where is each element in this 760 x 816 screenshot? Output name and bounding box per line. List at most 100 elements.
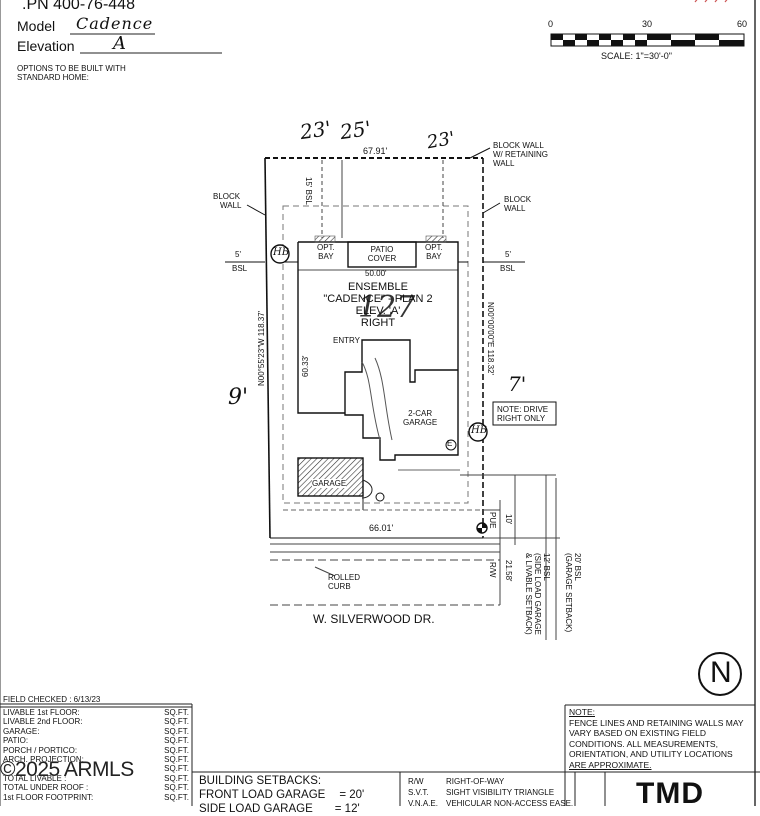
area-label: PORCH / PORTICO: bbox=[3, 745, 78, 755]
side-load-setback-note: 12' BSL(SIDE LOAD GARAGE& LIVABLE SETBAC… bbox=[524, 553, 551, 635]
area-label: LIVABLE 2nd FLOOR: bbox=[3, 717, 83, 727]
setback-front-value: = 20' bbox=[339, 789, 365, 801]
table-row: TOTAL UNDER ROOF : SQ.FT. bbox=[0, 783, 192, 792]
table-row: TOTAL LIVABLE : SQ.FT. bbox=[0, 774, 192, 783]
scale-bar bbox=[550, 33, 745, 47]
top-dimension: 67.91' bbox=[363, 146, 388, 156]
setbacks-title: BUILDING SETBACKS: bbox=[199, 775, 322, 787]
hb-marker-right: HB bbox=[471, 425, 488, 436]
table-row: PATIO:SQ.FT. bbox=[0, 736, 192, 745]
setback-side-label: SIDE LOAD GARAGE bbox=[199, 803, 313, 815]
table-row: LIVABLE 1st FLOOR: SQ.FT. bbox=[0, 708, 192, 717]
house-depth: 60.33' bbox=[301, 355, 310, 377]
entry-label: ENTRY bbox=[333, 336, 360, 345]
hb-marker-left: HB bbox=[273, 247, 290, 258]
left-bsl-value: 5' bbox=[235, 250, 241, 259]
notes-title: NOTE: bbox=[569, 707, 595, 717]
copyright-watermark: ©2025 ARMLS bbox=[0, 758, 134, 781]
area-label: TOTAL LIVABLE : bbox=[3, 773, 67, 783]
setback-front-label: FRONT LOAD GARAGE bbox=[199, 789, 326, 801]
table-row: SQ.FT. bbox=[0, 764, 192, 773]
scale-tick-60: 60 bbox=[737, 19, 748, 29]
note-line: VARY BASED ON EXISTING FIELD bbox=[569, 728, 706, 739]
legend-abbr: S.V.T. bbox=[408, 788, 429, 797]
area-unit: SQ.FT. bbox=[164, 736, 189, 746]
e-marker: E bbox=[447, 439, 453, 448]
elevation-value: A bbox=[113, 33, 126, 54]
garage-setback-note: 20' BSL(GARAGE SETBACK) bbox=[564, 553, 582, 633]
area-label: ARCH. PROJECTION: bbox=[3, 755, 84, 765]
legend: R/W RIGHT-OF-WAY S.V.T. SIGHT VISIBILITY T… bbox=[408, 776, 573, 809]
legend-abbr: R/W bbox=[408, 777, 424, 786]
note-line: ARE APPROXIMATE. bbox=[569, 759, 652, 770]
area-table: LIVABLE 1st FLOOR:SQ.FT.LIVABLE 2nd FLOO… bbox=[0, 708, 192, 802]
area-label: LIVABLE 1st FLOOR: bbox=[3, 708, 80, 717]
plan-description: ENSEMBLE "CADENCE" - PLAN 2 ELEV. 'A' RI… bbox=[298, 281, 458, 329]
options-note-line1: OPTIONS TO BE BUILT WITH bbox=[17, 64, 126, 73]
model-value: Cadence bbox=[76, 14, 154, 33]
model-label: Model bbox=[17, 18, 56, 34]
lot-number: 127 bbox=[358, 290, 416, 325]
area-unit: SQ.FT. bbox=[164, 773, 189, 783]
field-checked: FIELD CHECKED : 6/13/23 bbox=[3, 695, 101, 704]
table-row: 1st FLOOR FOOTPRINT:SQ.FT. bbox=[0, 793, 192, 802]
area-unit: SQ.FT. bbox=[164, 792, 189, 802]
scale-text: SCALE: 1"=30'-0" bbox=[601, 51, 672, 61]
setback-side-value: = 12' bbox=[334, 803, 360, 815]
company-logo: TMD bbox=[636, 777, 704, 810]
right-bsl-label: BSL bbox=[500, 264, 516, 273]
scale-tick-30: 30 bbox=[642, 19, 653, 29]
rw-dimension: 21.58' bbox=[504, 560, 513, 582]
area-label: TOTAL UNDER ROOF : bbox=[3, 783, 89, 793]
side-garage-label: GARAGE bbox=[312, 479, 347, 488]
ensemble-label: ENSEMBLE bbox=[348, 281, 408, 293]
north-letter: N bbox=[710, 656, 732, 689]
bsl-15-label: 15' BSL bbox=[304, 177, 313, 205]
building-setbacks: BUILDING SETBACKS: FRONT LOAD GARAGE = 20… bbox=[199, 774, 364, 816]
opt-bay-left: OPT.BAY bbox=[317, 243, 335, 261]
area-unit: SQ.FT. bbox=[164, 726, 189, 736]
north-arrow bbox=[698, 652, 742, 696]
pue-dimension: 10' bbox=[504, 514, 513, 525]
legend-desc: SIGHT VISIBILITY TRIANGLE bbox=[446, 788, 555, 797]
bottom-dimension: 66.01' bbox=[369, 523, 394, 533]
handwritten-9: 9' bbox=[228, 385, 249, 410]
area-label: GARAGE: bbox=[3, 726, 40, 736]
note-line: ORIENTATION, AND UTILITY LOCATIONS bbox=[569, 749, 733, 760]
legend-abbr: V.N.A.E. bbox=[408, 799, 438, 808]
right-bsl-value: 5' bbox=[505, 250, 511, 259]
house-footprint bbox=[297, 241, 459, 461]
area-unit: SQ.FT. bbox=[164, 708, 189, 717]
note-line: CONDITIONS. ALL MEASUREMENTS, bbox=[569, 738, 718, 749]
area-unit: SQ.FT. bbox=[164, 764, 189, 774]
area-unit: SQ.FT. bbox=[164, 783, 189, 793]
legend-desc: VEHICULAR NON-ACCESS EASE. bbox=[446, 799, 574, 808]
notes-block: NOTE: FENCE LINES AND RETAINING WALLS MA… bbox=[569, 707, 744, 771]
handwritten-25: 25' bbox=[338, 115, 373, 145]
opt-bay-right: OPT.BAY bbox=[425, 243, 443, 261]
table-row: ARCH. PROJECTION: SQ.FT. bbox=[0, 755, 192, 764]
options-note-line2: STANDARD HOME: bbox=[17, 73, 89, 82]
table-row: LIVABLE 2nd FLOOR: SQ.FT. bbox=[0, 717, 192, 726]
handing: RIGHT bbox=[360, 317, 396, 329]
elevation-label: Elevation bbox=[17, 38, 75, 54]
handwritten-7: 7' bbox=[508, 372, 527, 396]
left-bearing: N00°55'23"W 118.37' bbox=[257, 310, 266, 386]
left-bsl-label: BSL bbox=[232, 264, 248, 273]
street-name: W. SILVERWOOD DR. bbox=[313, 612, 435, 626]
legend-desc: RIGHT-OF-WAY bbox=[446, 777, 505, 786]
pue-label: PUE bbox=[488, 512, 497, 529]
area-unit: SQ.FT. bbox=[164, 717, 189, 727]
right-bearing: N00°00'00"E 118.32' bbox=[486, 302, 495, 375]
handwritten-23-left: 23' bbox=[298, 115, 333, 145]
area-unit: SQ.FT. bbox=[164, 745, 189, 755]
note-line: FENCE LINES AND RETAINING WALLS MAY bbox=[569, 717, 744, 728]
area-unit: SQ.FT. bbox=[164, 755, 189, 765]
